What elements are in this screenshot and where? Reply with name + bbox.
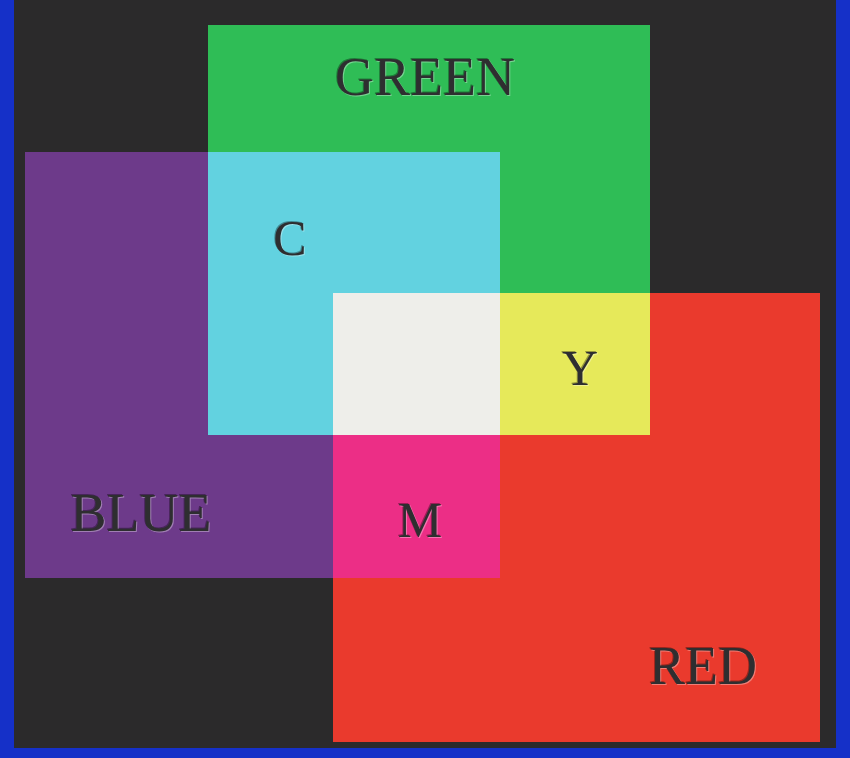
red-card-label: RED — [649, 639, 757, 693]
magenta-overlap — [333, 435, 500, 578]
dark-ground — [14, 0, 836, 748]
color-region: M — [333, 435, 500, 578]
blue-card — [25, 152, 500, 578]
green-card — [208, 25, 650, 435]
cyan-overlap-label: C — [273, 213, 306, 263]
red-card — [333, 293, 820, 742]
green-card-label: GREEN — [335, 50, 515, 104]
yellow-overlap — [500, 293, 650, 435]
cyan-overlap — [208, 152, 500, 435]
color-region: C — [208, 152, 500, 435]
blue-card-label: BLUE — [71, 486, 212, 540]
yellow-overlap-label: Y — [562, 343, 598, 393]
color-region: RED — [333, 293, 820, 742]
color-region: Y — [500, 293, 650, 435]
white-overlap — [333, 293, 500, 435]
magenta-overlap-label: M — [398, 495, 442, 545]
